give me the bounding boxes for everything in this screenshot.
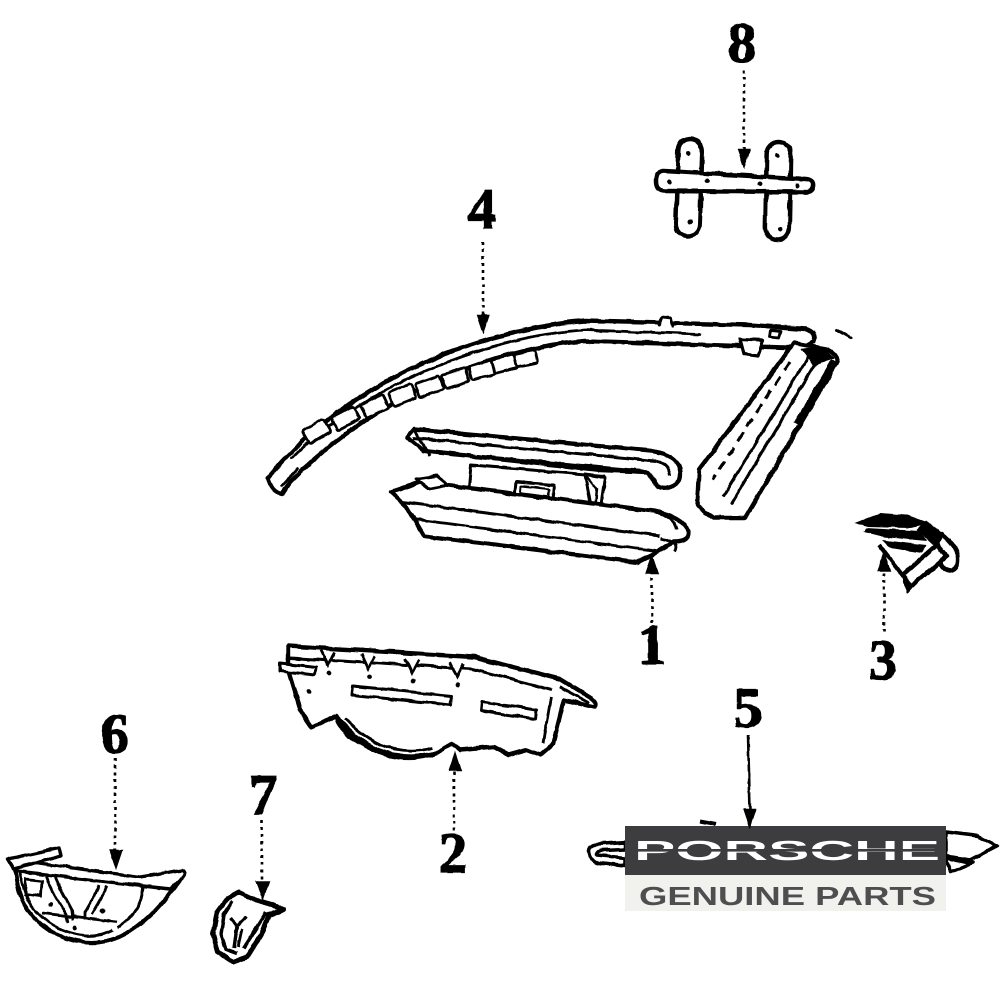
svg-text:1: 1	[638, 614, 667, 677]
svg-text:2: 2	[439, 822, 468, 885]
svg-text:7: 7	[249, 764, 278, 827]
svg-text:3: 3	[869, 629, 898, 692]
svg-text:6: 6	[101, 703, 130, 766]
svg-text:GENUINE PARTS: GENUINE PARTS	[639, 881, 936, 911]
svg-text:4: 4	[468, 178, 497, 241]
svg-text:8: 8	[728, 12, 757, 75]
svg-text:5: 5	[734, 677, 763, 740]
